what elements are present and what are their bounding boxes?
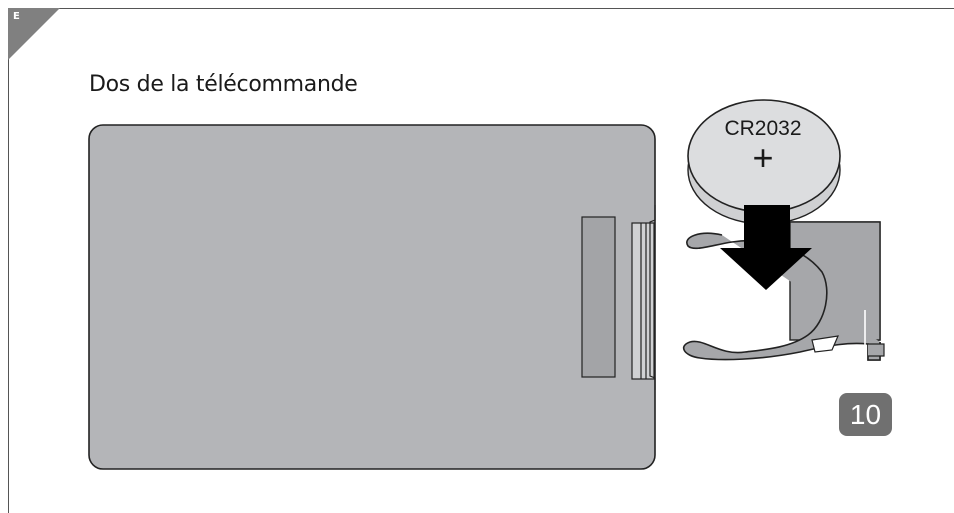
page-title: Dos de la télécommande bbox=[89, 72, 358, 97]
callout-badge: 10 bbox=[839, 393, 892, 436]
battery-tray bbox=[682, 221, 885, 396]
coin-battery bbox=[687, 99, 841, 225]
insertion-arrow-icon bbox=[720, 205, 812, 290]
slot-rail bbox=[631, 222, 655, 380]
page-frame-top bbox=[8, 8, 954, 9]
battery-polarity-symbol: + bbox=[752, 137, 774, 178]
remote-body bbox=[88, 124, 656, 470]
battery-model-label: CR2032 bbox=[724, 117, 802, 140]
section-marker: E bbox=[13, 11, 20, 22]
battery-slot bbox=[581, 216, 616, 378]
page-frame-left bbox=[8, 8, 9, 513]
